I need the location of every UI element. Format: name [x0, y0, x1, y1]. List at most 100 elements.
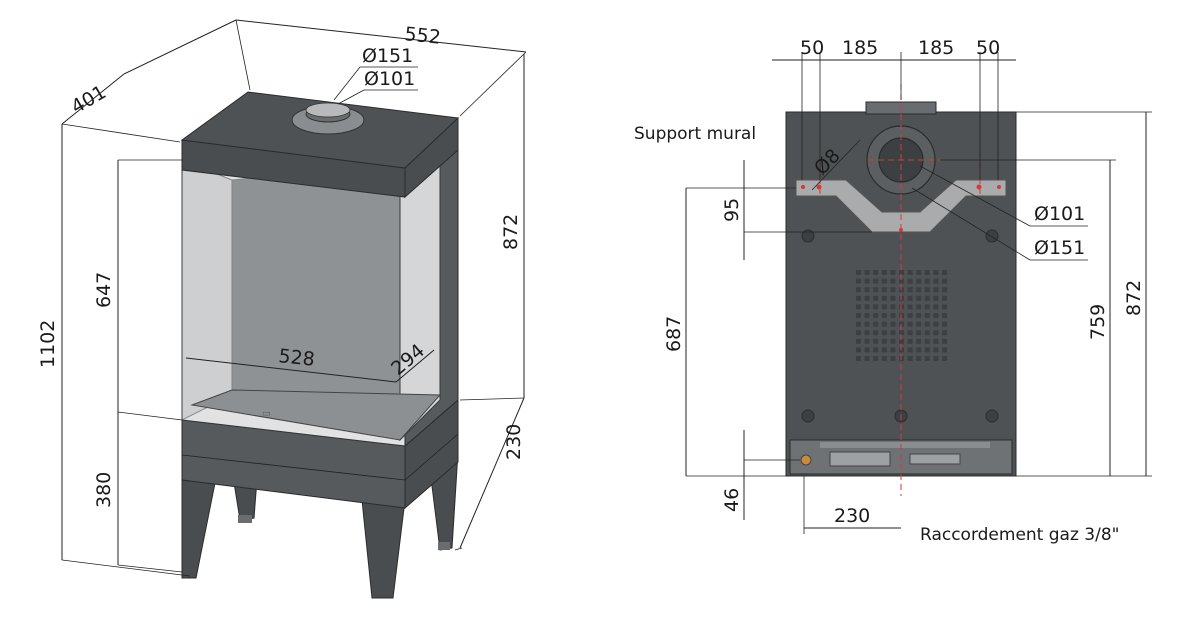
vent-slot — [890, 304, 896, 310]
vent-slot — [916, 304, 922, 310]
vent-slot — [916, 313, 922, 318]
vent-slot — [881, 304, 887, 310]
dim-depth: 401 — [68, 81, 110, 118]
vent-slot — [864, 295, 870, 301]
flue-outer-label: Ø151 — [362, 45, 413, 67]
vent-slot — [907, 321, 913, 327]
dim-half-right: 185 — [918, 37, 954, 59]
vent-slot — [933, 295, 939, 301]
vent-slot — [856, 321, 861, 327]
vent-slot — [899, 330, 904, 336]
vent-slot — [890, 347, 896, 353]
vent-slot — [899, 270, 904, 275]
vent-slot — [924, 295, 930, 301]
vent-slot — [864, 321, 870, 327]
vent-slot — [942, 356, 947, 361]
vent-slot — [881, 338, 887, 344]
vent-slot — [933, 278, 939, 284]
vent-slot — [924, 338, 930, 344]
vent-slot — [873, 270, 879, 275]
vent-slot — [942, 338, 947, 344]
vent-slot — [907, 278, 913, 284]
vent-slot — [864, 330, 870, 336]
vent-slot — [856, 338, 861, 344]
vent-slot — [933, 330, 939, 336]
vent-slot — [924, 278, 930, 284]
vent-slot — [890, 338, 896, 344]
vent-slot — [942, 321, 947, 327]
firebed — [190, 389, 442, 441]
dim-glass-height: 647 — [93, 272, 115, 308]
vent-slot — [881, 287, 887, 293]
vent-slot — [856, 278, 861, 284]
vent-slot — [942, 330, 947, 336]
vent-slot — [873, 321, 879, 327]
vent-slot — [933, 347, 939, 353]
vent-slot — [942, 270, 947, 275]
vent-slot — [864, 338, 870, 344]
dim-offset-right: 50 — [976, 37, 1000, 59]
vent-slot — [856, 295, 861, 301]
vent-slot — [890, 313, 896, 318]
vent-slot — [856, 313, 861, 318]
vent-slot — [873, 278, 879, 284]
vent-slot — [890, 278, 896, 284]
dim-width: 552 — [403, 23, 441, 49]
vent-slot — [873, 356, 879, 361]
vent-slot — [933, 287, 939, 293]
dim-back-total-height: 872 — [1123, 280, 1145, 316]
vent-slot — [933, 338, 939, 344]
support-label: Support mural — [634, 124, 756, 144]
vent-slot — [864, 270, 870, 275]
dim-bracket-level: 687 — [663, 316, 685, 352]
dim-offset-left: 50 — [800, 37, 824, 59]
vent-slot — [873, 338, 879, 344]
vent-slot — [907, 356, 913, 361]
firebed-emblem: ▭ — [262, 409, 271, 419]
vent-slot — [856, 347, 861, 353]
vent-slot — [916, 356, 922, 361]
vent-slot — [933, 321, 939, 327]
vent-slot — [916, 278, 922, 284]
front-right-leg — [361, 499, 406, 599]
vent-slot — [856, 287, 861, 293]
vent-slot — [864, 304, 870, 310]
vent-slot — [864, 313, 870, 318]
vent-slot — [864, 287, 870, 293]
vent-slot — [924, 270, 930, 275]
vent-slot — [864, 278, 870, 284]
flue-inner-label: Ø101 — [364, 68, 415, 90]
vent-slot — [907, 287, 913, 293]
vent-slot — [916, 287, 922, 293]
vent-slot — [924, 287, 930, 293]
dim-leg-height: 230 — [503, 424, 525, 460]
vent-slot — [890, 287, 896, 293]
back-flue-inner: Ø101 — [1034, 203, 1085, 225]
vent-slot — [933, 356, 939, 361]
wall-bracket — [795, 179, 1007, 233]
vent-slot — [899, 338, 904, 344]
vent-slot — [907, 338, 913, 344]
vent-slot — [942, 287, 947, 293]
vent-slot — [933, 270, 939, 275]
vent-slot — [881, 270, 887, 275]
mount-hole — [801, 409, 815, 423]
vent-slot — [890, 295, 896, 301]
vent-slot — [864, 347, 870, 353]
vent-slot — [864, 356, 870, 361]
vent-slot — [924, 313, 930, 318]
vent-slot — [856, 270, 861, 275]
vent-slot — [924, 330, 930, 336]
gas-connection-label: Raccordement gaz 3/8" — [920, 525, 1119, 545]
vent-slot — [881, 295, 887, 301]
dim-window-width: 528 — [277, 345, 315, 371]
vent-slot — [873, 313, 879, 318]
vent-slot — [907, 330, 913, 336]
vent-slot — [890, 321, 896, 327]
vent-slot — [916, 330, 922, 336]
vent-slot — [942, 347, 947, 353]
vent-slot — [881, 321, 887, 327]
vent-slot — [924, 304, 930, 310]
vent-slot — [890, 356, 896, 361]
